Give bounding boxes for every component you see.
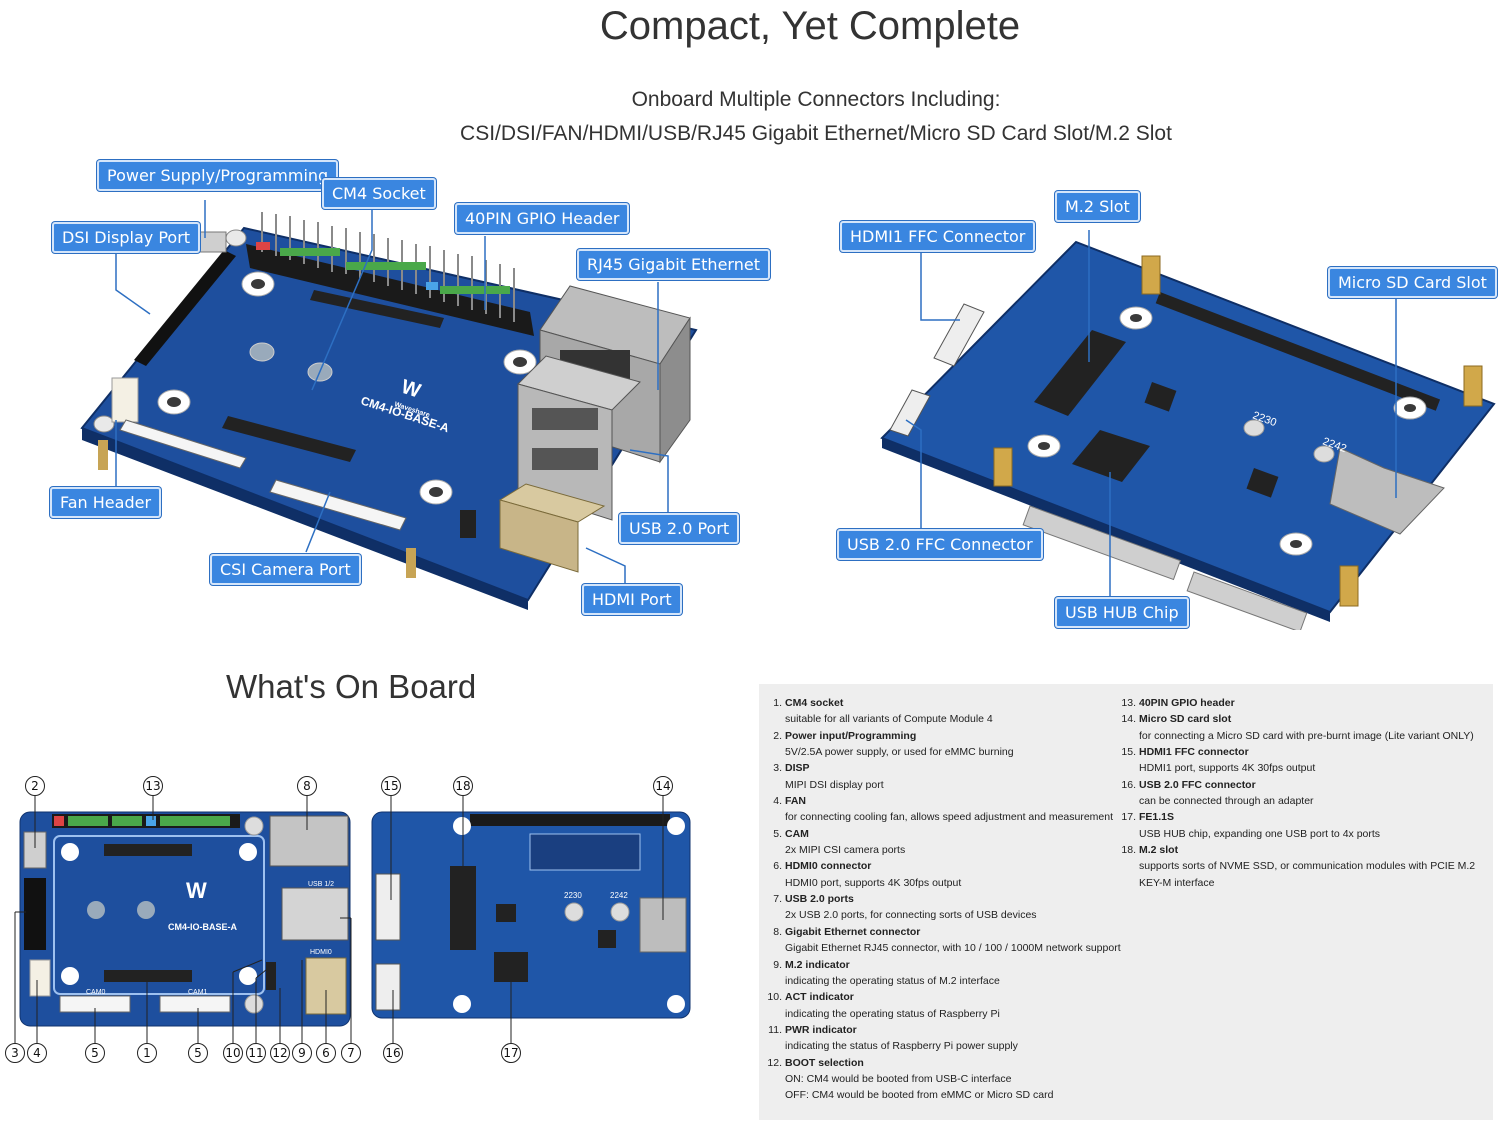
callout-dsi-port: DSI Display Port: [52, 222, 201, 253]
legend-item: 14.Micro SD card slot: [1121, 713, 1232, 726]
whats-on-board-title: What's On Board: [226, 668, 477, 705]
legend-panel: 1.CM4 socket suitable for all variants o…: [759, 684, 1493, 1120]
subtitle-line-1: Onboard Multiple Connectors Including:: [631, 88, 1001, 111]
svg-text:2230: 2230: [564, 891, 582, 900]
svg-text:HDMI0: HDMI0: [310, 949, 332, 956]
legend-item: 7.USB 2.0 ports: [773, 893, 854, 906]
marker-15: 15: [381, 776, 401, 796]
board-top-view-diagram: W CM4-IO-BASE-A CAM0 CAM1 HDMI0 USB 1/2 …: [14, 795, 691, 1044]
legend-item: 11.PWR indicator: [768, 1023, 857, 1036]
legend-item: 18.M.2 slot: [1121, 844, 1179, 857]
legend-item: 2.Power input/Programming: [773, 729, 917, 742]
svg-text:CAM0: CAM0: [86, 989, 106, 996]
legend-item: 17.FE1.1S: [1121, 811, 1175, 824]
callout-m2-slot: M.2 Slot: [1055, 191, 1140, 222]
svg-text:CAM1: CAM1: [188, 989, 208, 996]
legend-item: 1.CM4 socket: [773, 697, 844, 709]
legend-item: 5.CAM: [773, 827, 809, 840]
legend-column-left: 1.CM4 socket suitable for all variants o…: [767, 697, 1121, 1102]
legend-item: 16.USB 2.0 FFC connector: [1121, 778, 1256, 791]
legend-item: 10.ACT indicator: [767, 991, 854, 1004]
marker-8: 8: [297, 776, 317, 796]
callout-usb2-port: USB 2.0 Port: [619, 513, 740, 544]
subtitle-line-2: CSI/DSI/FAN/HDMI/USB/RJ45 Gigabit Ethern…: [460, 122, 1172, 145]
legend-item: 13.40PIN GPIO header: [1121, 697, 1235, 709]
marker-5a: 5: [85, 1043, 105, 1063]
marker-1: 1: [137, 1043, 157, 1063]
legend-column-right: 13.40PIN GPIO header 14.Micro SD card sl…: [1121, 697, 1476, 889]
marker-14: 14: [653, 776, 673, 796]
legend-item: 6.HDMI0 connector: [773, 860, 872, 873]
svg-text:CM4-IO-BASE-A: CM4-IO-BASE-A: [168, 922, 237, 932]
callout-csi-camera-port: CSI Camera Port: [210, 554, 361, 585]
callout-cm4-socket: CM4 Socket: [322, 178, 436, 209]
callout-micro-sd-slot: Micro SD Card Slot: [1328, 267, 1497, 298]
marker-4: 4: [27, 1043, 47, 1063]
legend-item: 4.FAN: [773, 795, 806, 808]
svg-text:W: W: [186, 878, 207, 903]
svg-text:USB 1/2: USB 1/2: [308, 881, 334, 888]
callout-power-supply: Power Supply/Programming: [97, 160, 339, 191]
marker-3: 3: [5, 1043, 25, 1063]
callout-hdmi1-ffc: HDMI1 FFC Connector: [840, 221, 1036, 252]
back-board-illustration: 2230 2242: [880, 230, 1496, 630]
marker-12: 12: [270, 1043, 290, 1063]
legend-item: 8.Gigabit Ethernet connector: [773, 925, 921, 938]
marker-5b: 5: [188, 1043, 208, 1063]
marker-7: 7: [341, 1043, 361, 1063]
marker-17: 17: [501, 1043, 521, 1063]
legend-item: 12.BOOT selection: [767, 1056, 864, 1069]
page-title: Compact, Yet Complete: [599, 4, 1021, 48]
callout-hdmi-port: HDMI Port: [582, 584, 682, 615]
marker-13: 13: [143, 776, 163, 796]
marker-11: 11: [246, 1043, 266, 1063]
legend-item: 3.DISP: [773, 762, 810, 775]
callout-rj45: RJ45 Gigabit Ethernet: [577, 249, 770, 280]
callout-usb-ffc: USB 2.0 FFC Connector: [837, 529, 1043, 560]
callout-fan-header: Fan Header: [50, 487, 162, 518]
marker-6: 6: [316, 1043, 336, 1063]
marker-10: 10: [223, 1043, 243, 1063]
marker-2: 2: [25, 776, 45, 796]
marker-16: 16: [383, 1043, 403, 1063]
svg-text:2242: 2242: [610, 891, 628, 900]
marker-9: 9: [292, 1043, 312, 1063]
marker-18: 18: [453, 776, 473, 796]
legend-item: 15.HDMI1 FFC connector: [1121, 746, 1249, 759]
callout-usb-hub-chip: USB HUB Chip: [1055, 597, 1189, 628]
front-board-illustration: W CM4-IO-BASE-A Waveshare: [80, 200, 698, 610]
legend-item: 9.M.2 indicator: [773, 958, 850, 971]
callout-gpio-header: 40PIN GPIO Header: [455, 203, 630, 234]
